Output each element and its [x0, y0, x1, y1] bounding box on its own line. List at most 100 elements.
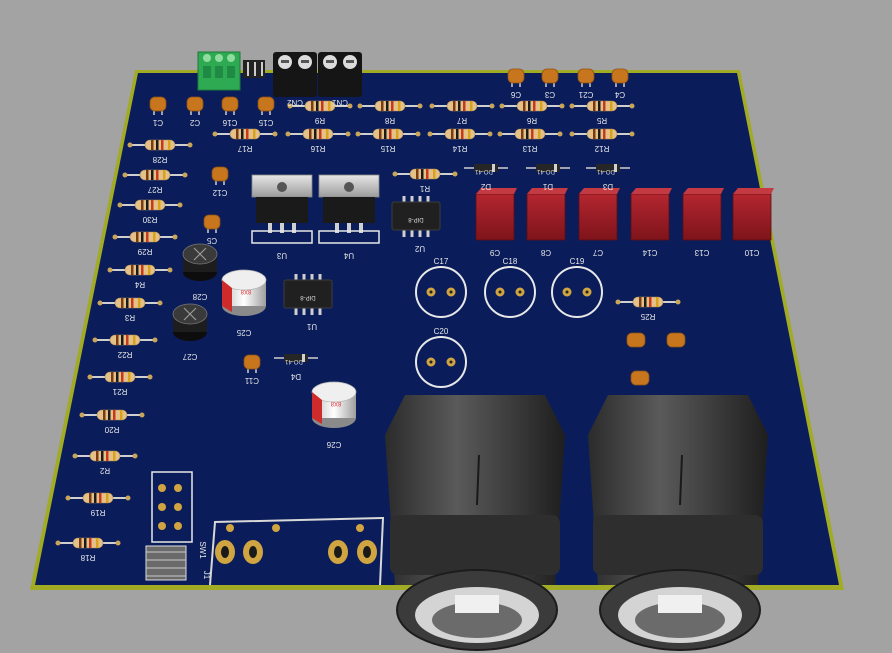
film-cap-c9[interactable]: C9 [475, 188, 517, 257]
diode-marking: DO-41 [475, 168, 493, 174]
j1-silk-outline [209, 516, 385, 586]
film-cap-c13[interactable]: C13 [682, 188, 724, 257]
resistor-r13[interactable]: R13 [497, 128, 563, 153]
silkscreen-label: R17 [237, 144, 252, 153]
ic-marking: DIP-8 [300, 294, 316, 300]
film-cap-c14[interactable]: C14 [630, 188, 672, 257]
ceramic-cap-c5[interactable]: C5 [203, 214, 221, 245]
ceramic-cap-extra-3[interactable] [630, 370, 650, 386]
silkscreen-label: R13 [522, 144, 537, 153]
film-cap-c7[interactable]: C7 [578, 188, 620, 257]
ceramic-cap-extra-1[interactable] [626, 332, 646, 348]
ceramic-cap-c3[interactable]: C3 [541, 68, 559, 99]
electrolytic-cap-c28[interactable]: C28 [182, 243, 218, 301]
xlr-connector-left[interactable] [385, 395, 565, 651]
resistor-r12[interactable]: R12 [569, 128, 635, 153]
film-cap-c8[interactable]: C8 [526, 188, 568, 257]
electrolytic-cap-c27[interactable]: C27 [172, 303, 208, 361]
resistor-r30[interactable]: R30 [117, 199, 183, 224]
silkscreen-label: C6 [510, 90, 521, 99]
silkscreen-label: C17 [434, 257, 449, 266]
switch-sw1[interactable]: SW1 [145, 471, 207, 581]
film-cap-c10[interactable]: C10 [732, 188, 774, 257]
silkscreen-label: R15 [380, 144, 395, 153]
ceramic-cap-extra-2[interactable] [666, 332, 686, 348]
silkscreen-label: C4 [614, 90, 625, 99]
silkscreen-label: SW1 [198, 541, 207, 559]
resistor-r5[interactable]: R5 [569, 100, 635, 125]
silkscreen-label: R22 [117, 350, 132, 359]
silkscreen-label: R14 [452, 144, 467, 153]
resistor-r15[interactable]: R15 [355, 128, 421, 153]
silkscreen-label: J1 [202, 571, 211, 580]
resistor-r14[interactable]: R14 [427, 128, 493, 153]
resistor-r28[interactable]: R28 [127, 139, 193, 164]
ceramic-cap-c1[interactable]: C1 [149, 96, 167, 127]
resistor-r21[interactable]: R21 [87, 371, 153, 396]
ceramic-cap-c21[interactable]: C21 [577, 68, 595, 99]
diode-marking: DO-41 [597, 168, 615, 174]
resistor-r29[interactable]: R29 [112, 231, 178, 256]
screw-terminal-cn2[interactable]: CN2 [273, 52, 317, 107]
footprint-c19[interactable]: C19 [551, 257, 603, 318]
ceramic-cap-c4[interactable]: C4 [611, 68, 629, 99]
footprint-c17[interactable]: C17 [415, 257, 467, 318]
dc-jack-j1[interactable]: J1 [202, 524, 377, 580]
ceramic-cap-c6[interactable]: C6 [507, 68, 525, 99]
cap-marking: 8X8 [240, 288, 251, 294]
ceramic-cap-c12[interactable]: C12 [211, 166, 229, 197]
resistor-r16[interactable]: R16 [285, 128, 351, 153]
silkscreen-label: C25 [236, 328, 251, 337]
resistor-r27[interactable]: R27 [122, 169, 188, 194]
resistor-r18[interactable]: R18 [55, 537, 121, 562]
xlr-connector-right[interactable] [588, 395, 768, 651]
footprint-c20[interactable]: C20 [415, 327, 467, 388]
resistor-r3[interactable]: R3 [97, 297, 163, 322]
resistor-r7[interactable]: R7 [429, 100, 495, 125]
silkscreen-label: R19 [90, 508, 105, 517]
silkscreen-label: R2 [99, 466, 110, 475]
silkscreen-label: R7 [456, 116, 467, 125]
ceramic-cap-c11[interactable]: C11 [243, 354, 261, 385]
resistor-r17[interactable]: R17 [212, 128, 278, 153]
silkscreen-label: R21 [112, 387, 127, 396]
resistor-r6[interactable]: R6 [499, 100, 565, 125]
silkscreen-label: R28 [152, 155, 167, 164]
silkscreen-label: R4 [134, 280, 145, 289]
footprint-c18[interactable]: C18 [484, 257, 536, 318]
regulator-u4[interactable]: U4 [318, 174, 380, 260]
ceramic-cap-c15[interactable]: C15 [257, 96, 275, 127]
silkscreen-label: C9 [489, 248, 500, 257]
silkscreen-label: C5 [206, 236, 217, 245]
resistor-r8[interactable]: R8 [357, 100, 423, 125]
silkscreen-label: C2 [189, 118, 200, 127]
ic-u1[interactable]: DIP-8U1 [283, 274, 333, 331]
resistor-r20[interactable]: R20 [79, 409, 145, 434]
resistor-r2[interactable]: R2 [72, 450, 138, 475]
screw-terminal-cn1[interactable]: CN1 [318, 52, 362, 107]
ic-u2[interactable]: DIP-8U2 [391, 196, 441, 253]
ceramic-cap-c16[interactable]: C16 [221, 96, 239, 127]
terminal-block-green[interactable] [197, 51, 265, 91]
ceramic-cap-c2[interactable]: C2 [186, 96, 204, 127]
silkscreen-label: D4 [290, 372, 301, 381]
cap-marking: 8X8 [330, 400, 341, 406]
silkscreen-label: C12 [212, 188, 227, 197]
resistor-r22[interactable]: R22 [92, 334, 158, 359]
resistor-r1[interactable]: R1 [392, 168, 458, 193]
resistor-r19[interactable]: R19 [65, 492, 131, 517]
diode-marking: DO-41 [285, 358, 303, 364]
resistor-r25[interactable]: R25 [615, 296, 681, 321]
resistor-r9[interactable]: R9 [287, 100, 353, 125]
silkscreen-label: C10 [744, 248, 759, 257]
regulator-u3[interactable]: U3 [251, 174, 313, 260]
resistor-r4[interactable]: R4 [107, 264, 173, 289]
silkscreen-label: C8 [540, 248, 551, 257]
